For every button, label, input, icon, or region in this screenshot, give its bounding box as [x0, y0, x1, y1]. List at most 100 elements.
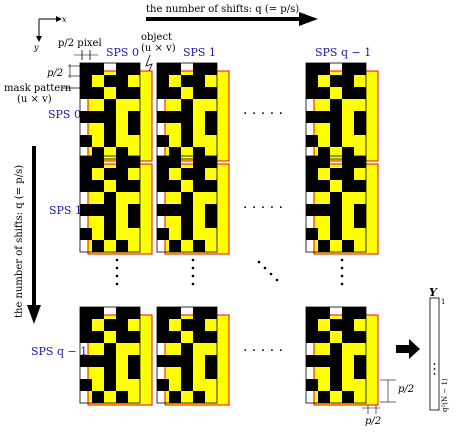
mask-cell: [342, 180, 354, 192]
mask-cell: [354, 87, 366, 99]
mask-cell: [80, 63, 92, 75]
mask-cell: [104, 216, 116, 228]
mask-cell: [92, 240, 104, 252]
mask-cell: [181, 204, 193, 216]
mask-cell: [330, 216, 342, 228]
mask-cell: [104, 355, 116, 367]
mask-cell: [116, 75, 128, 87]
col-label-sps-1: SPS 1: [183, 46, 216, 59]
mask-cell: [306, 331, 318, 343]
mask-cell: [169, 204, 181, 216]
mask-cell: [128, 123, 140, 135]
mask-cell: [306, 379, 318, 391]
mask-cell: [181, 75, 193, 87]
mask-cell: [92, 87, 104, 99]
mask-cell: [342, 75, 354, 87]
mask-cell: [354, 216, 366, 228]
mask-cell: [193, 307, 205, 319]
mask-cell: [181, 99, 193, 111]
object-label: object: [141, 32, 172, 43]
mask-cell: [169, 240, 181, 252]
mask-cell: [104, 75, 116, 87]
mask-cell: [354, 123, 366, 135]
mask-cell: [92, 63, 104, 75]
mask-cell: [342, 168, 354, 180]
top-arrow-label: the number of shifts: q (= p/s): [146, 4, 299, 15]
mask-cell: [104, 367, 116, 379]
mask-cell: [157, 307, 169, 319]
mask-cell: [181, 216, 193, 228]
mask-cell: [157, 180, 169, 192]
mask-cell: [330, 379, 342, 391]
mask-cell: [169, 180, 181, 192]
left-arrow-label: the number of shifts: q (= p/s): [14, 165, 25, 318]
mask-cell: [169, 111, 181, 123]
mask-cell: [169, 307, 181, 319]
mask-cell: [116, 63, 128, 75]
mask-cell: [330, 355, 342, 367]
mask-cell: [342, 87, 354, 99]
mask-cell: [181, 168, 193, 180]
mask-cell: [354, 204, 366, 216]
mask-cell: [306, 63, 318, 75]
mask-cell: [169, 331, 181, 343]
mask-cell: [116, 156, 128, 168]
mask-cell: [157, 87, 169, 99]
ellipsis-col-0: [115, 258, 119, 286]
mask-cell: [330, 343, 342, 355]
mask-cell: [306, 355, 318, 367]
sps-panel-r0-c0: [79, 62, 153, 162]
mask-cell: [181, 319, 193, 331]
mask-cell: [354, 111, 366, 123]
mask-cell: [205, 123, 217, 135]
mask-cell: [80, 75, 92, 87]
mask-cell: [104, 319, 116, 331]
sps-panel-r1-c0: [79, 155, 153, 255]
mask-cell: [306, 75, 318, 87]
half-p-bottom-label: p/2: [365, 416, 381, 427]
mask-cell: [193, 180, 205, 192]
mask-cell: [181, 192, 193, 204]
mask-cell: [116, 87, 128, 99]
mask-cell: [205, 204, 217, 216]
sps-panel-r2-c2: [305, 306, 379, 406]
mask-cell: [318, 111, 330, 123]
annotations: p/2 pixel p/2 object (u × v) mask patter…: [4, 32, 414, 427]
mask-cell: [306, 204, 318, 216]
mask-cell: [157, 319, 169, 331]
mask-cell: [169, 63, 181, 75]
mask-cell: [181, 379, 193, 391]
mask-cell: [306, 319, 318, 331]
sps-panel-r2-c0: [79, 306, 153, 406]
ellipsis-row-1: · · · · ·: [243, 200, 283, 216]
col-label-sps-0: SPS 0: [106, 46, 139, 59]
row-label-sps-1: SPS 1: [49, 204, 82, 217]
mask-cell: [330, 111, 342, 123]
output-top-index: 1: [441, 298, 445, 306]
mask-cell: [181, 123, 193, 135]
mask-cell: [306, 228, 318, 240]
mask-cell: [116, 168, 128, 180]
mask-cell: [330, 204, 342, 216]
mask-cell: [104, 99, 116, 111]
mask-cell: [306, 168, 318, 180]
mask-cell: [128, 204, 140, 216]
mask-cell: [169, 156, 181, 168]
mask-pattern-label: mask pattern: [4, 83, 72, 94]
mask-cell: [80, 379, 92, 391]
mask-cell: [193, 75, 205, 87]
mask-cell: [318, 355, 330, 367]
mask-cell: [354, 156, 366, 168]
mask-cell: [354, 63, 366, 75]
mask-cell: [330, 75, 342, 87]
mask-cell: [318, 63, 330, 75]
mask-cell: [193, 168, 205, 180]
mask-cell: [104, 123, 116, 135]
mask-cell: [205, 111, 217, 123]
mask-cell: [181, 355, 193, 367]
output-vector: [429, 297, 440, 411]
axis-indicator: x y: [33, 15, 67, 52]
mask-cell: [205, 331, 217, 343]
mask-cell: [354, 180, 366, 192]
mask-cell: [80, 135, 92, 147]
